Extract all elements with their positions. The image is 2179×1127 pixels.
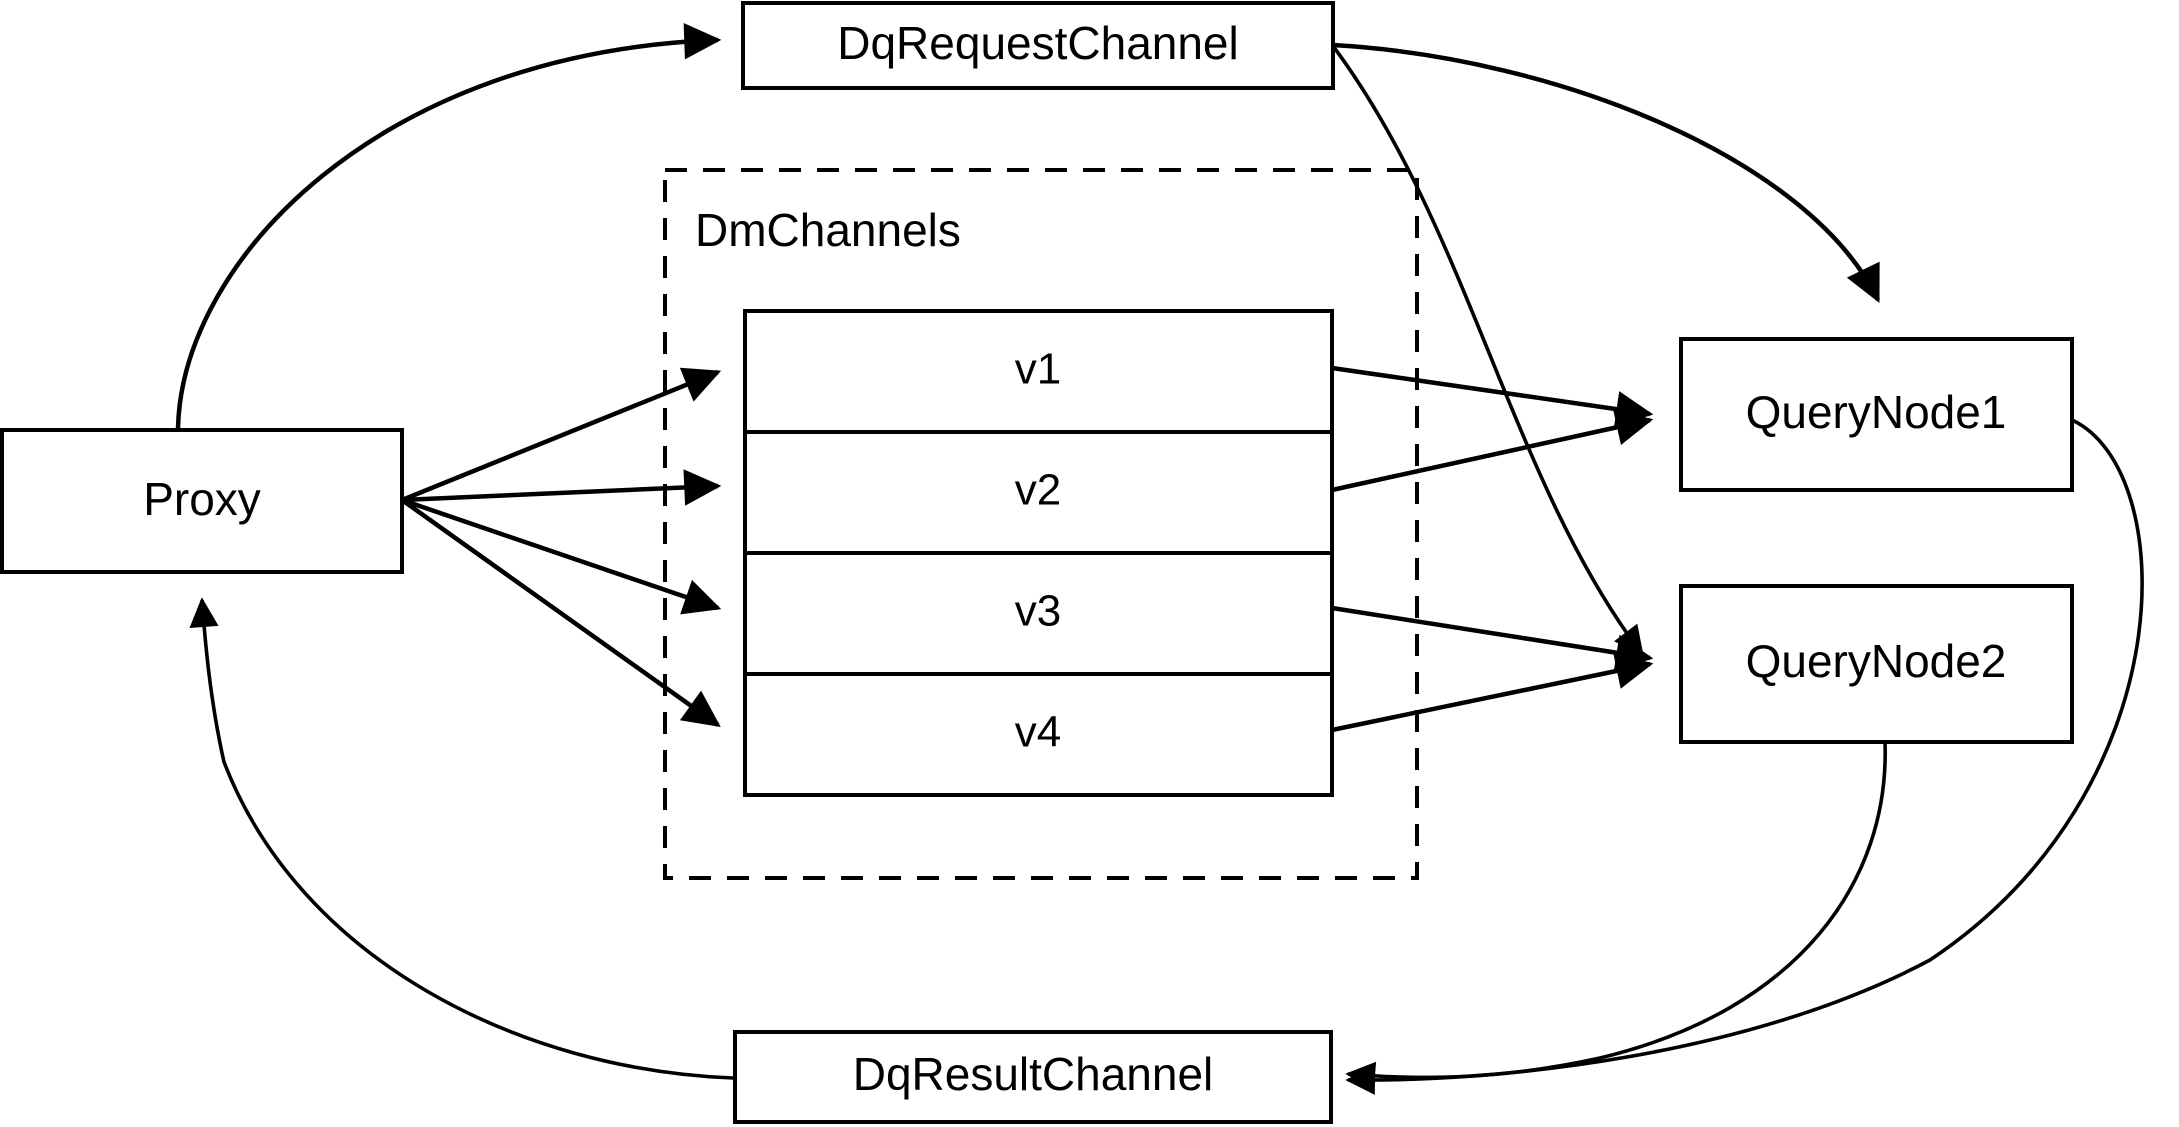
edge-v2-to-querynode1 (1331, 409, 1654, 493)
node-dqrequestchannel-label: DqRequestChannel (837, 17, 1239, 69)
node-querynode2-label: QueryNode2 (1746, 635, 2007, 687)
dmchannels-group-box (663, 168, 1419, 880)
edge-dqrequestchannel-to-querynode2 (1331, 44, 1644, 657)
node-proxy[interactable] (0, 428, 404, 574)
edge-v1-to-querynode1 (1331, 365, 1654, 428)
node-querynode1-label: QueryNode1 (1746, 386, 2007, 438)
channel-row-v3: v3 (1015, 587, 1061, 636)
dmchannels-group-label: DmChannels (695, 204, 961, 256)
node-dqresultchannel[interactable] (733, 1030, 1333, 1124)
edge-proxy-to-dqrequestchannel (175, 23, 722, 429)
node-dqrequestchannel[interactable] (741, 1, 1335, 90)
edge-dqresultchannel-to-proxy (189, 597, 734, 1080)
edge-querynode2-to-dqresultchannel (1345, 741, 1887, 1091)
node-dqresultchannel-label: DqResultChannel (853, 1048, 1214, 1100)
node-querynode1[interactable] (1679, 337, 2074, 492)
edge-proxy-to-v1 (401, 367, 722, 503)
edge-querynode1-to-dqresultchannel (1345, 418, 2144, 1095)
channel-row-v4: v4 (1015, 708, 1061, 757)
edge-v4-to-querynode2 (1331, 653, 1654, 733)
node-proxy-label: Proxy (143, 473, 261, 525)
channel-row-v2: v2 (1015, 466, 1061, 515)
edge-dqrequestchannel-to-querynode1 (1332, 42, 1881, 304)
channel-row-v1: v1 (1015, 345, 1061, 394)
edge-proxy-to-v3 (401, 497, 722, 615)
edge-proxy-to-v4 (400, 498, 721, 727)
edge-v3-to-querynode2 (1331, 605, 1654, 671)
edge-proxy-to-v2 (401, 469, 722, 506)
node-querynode2[interactable] (1679, 584, 2074, 744)
